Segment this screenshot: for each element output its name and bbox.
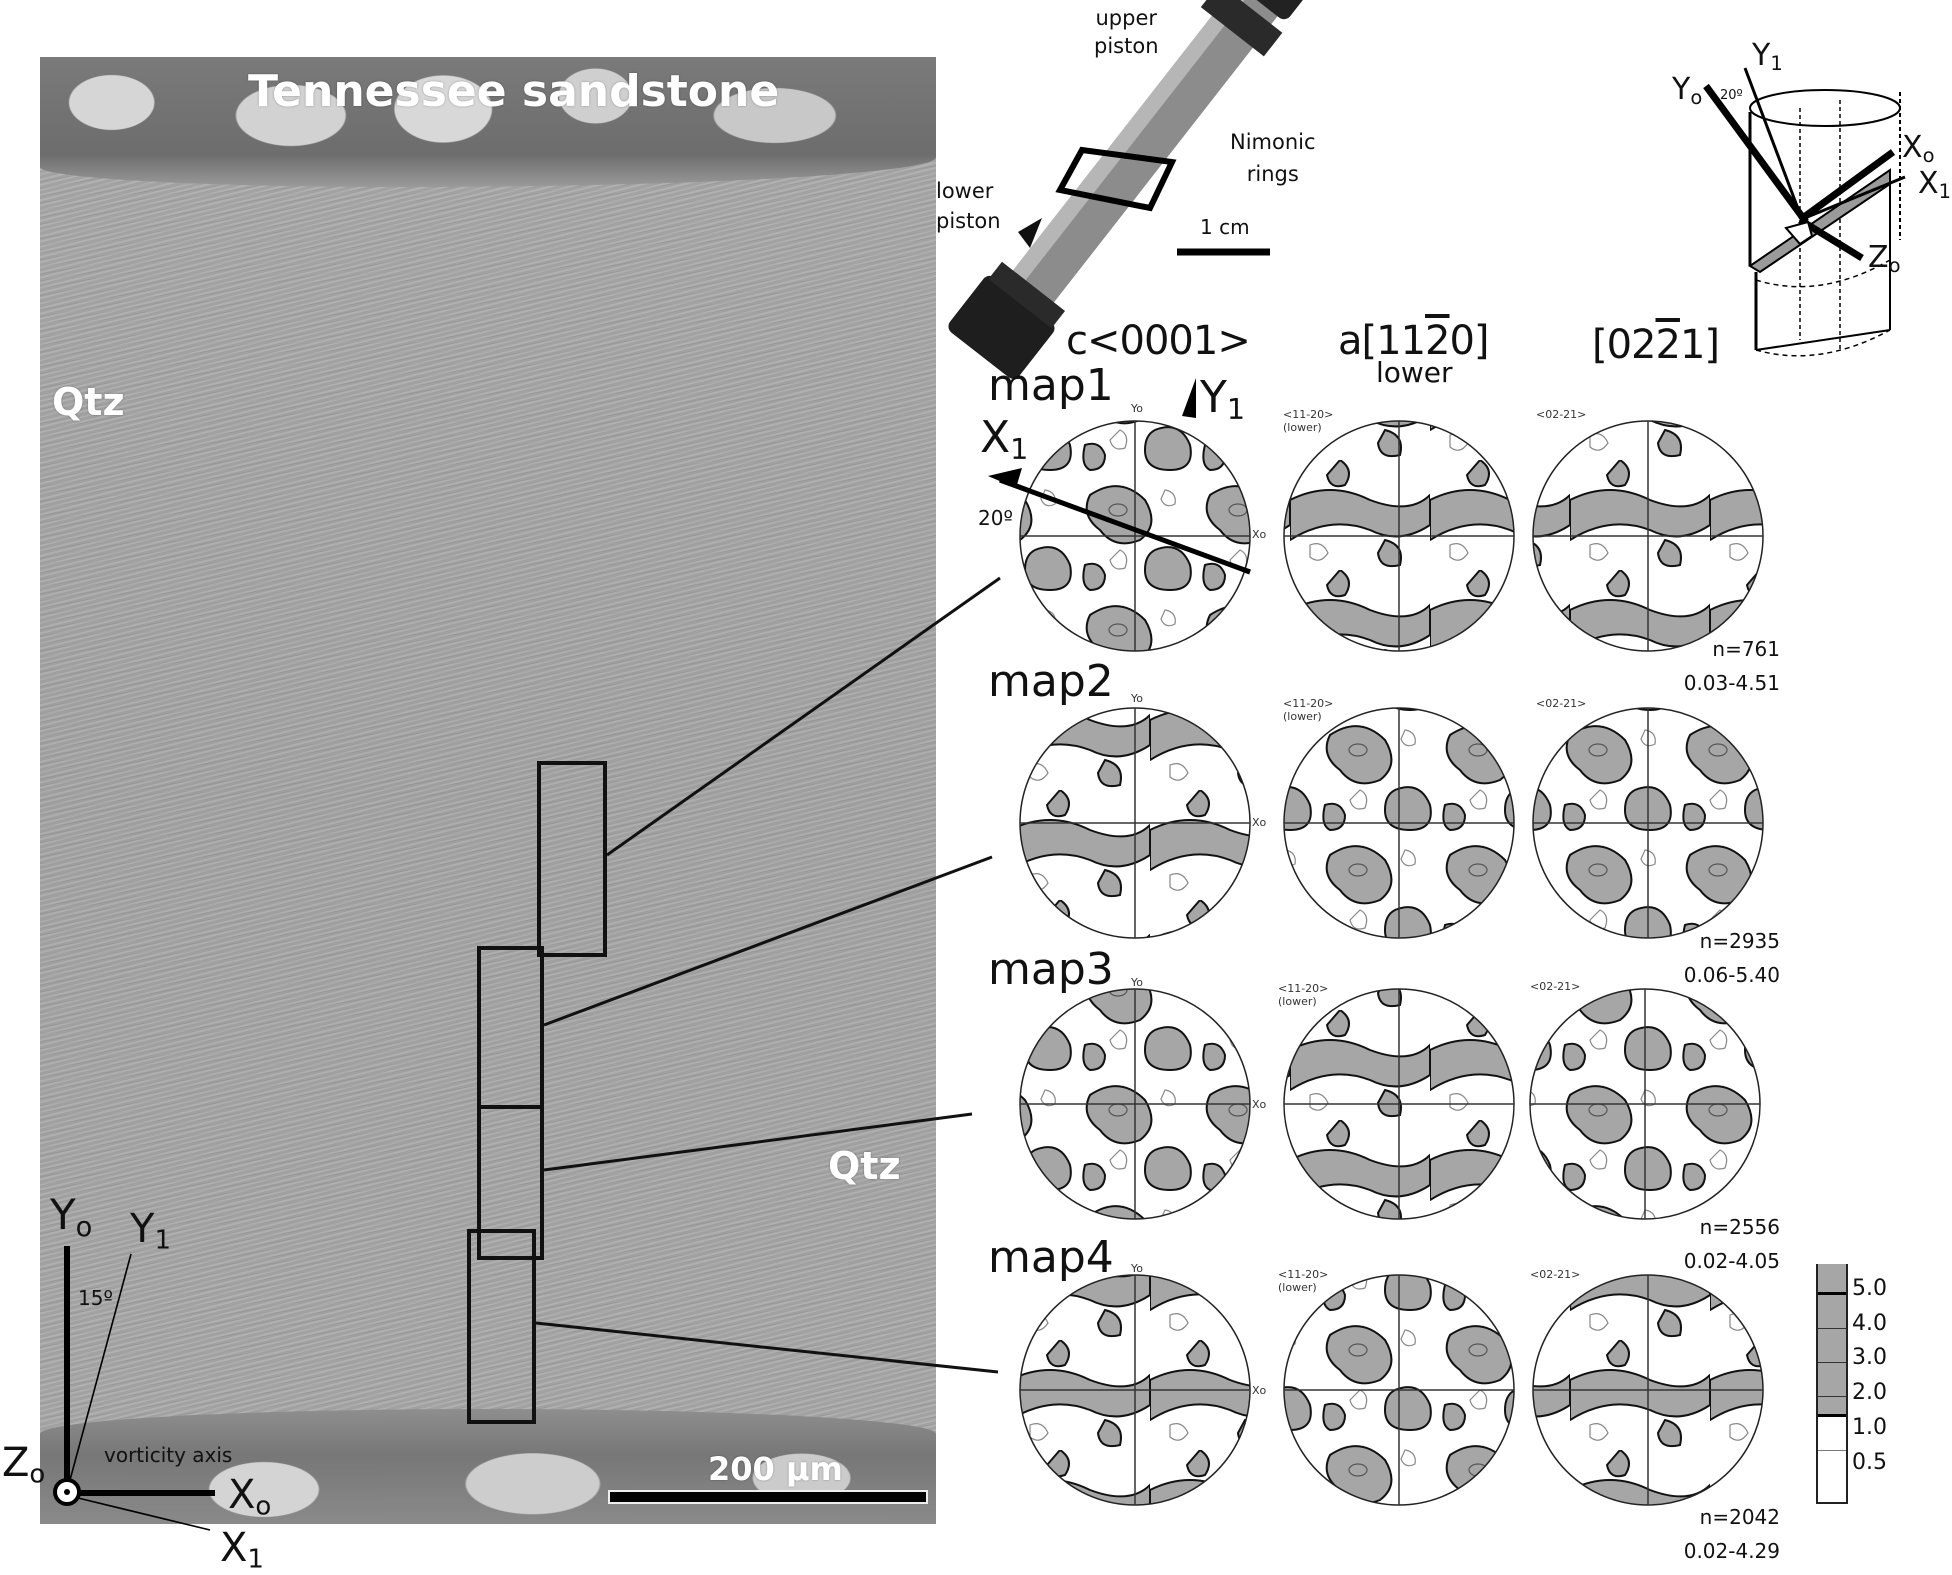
map1-angle-label: 20º bbox=[978, 506, 1013, 530]
shear-geometry-schematic bbox=[1703, 67, 1906, 357]
stereonet-east-label: Xo bbox=[1252, 816, 1267, 829]
sandstone-bottom-region bbox=[40, 1409, 936, 1524]
stereonet-north-label: Yo bbox=[1131, 976, 1143, 989]
row-label-map4: map4 bbox=[988, 1232, 1114, 1283]
legend-tick bbox=[1818, 1450, 1846, 1451]
map3-box bbox=[477, 1105, 544, 1260]
contour-legend bbox=[1816, 1264, 1848, 1504]
stereonet-north-label: Yo bbox=[1131, 1262, 1143, 1275]
sandstone-top-region bbox=[40, 57, 936, 187]
nimonic-rings-label: Nimonic rings bbox=[1230, 130, 1316, 186]
stereonet-r-label: <02-21> bbox=[1536, 697, 1587, 710]
axis-angle-label: 15º bbox=[78, 1286, 113, 1310]
legend-value: 1.0 bbox=[1852, 1415, 1887, 1440]
column-header-rhomb: [0221] bbox=[1592, 322, 1720, 368]
stereonet-map4-a bbox=[1283, 1274, 1515, 1506]
stereonet-map4-c bbox=[1019, 1274, 1251, 1506]
map1-x1-label: X1 bbox=[980, 412, 1029, 467]
stereonet-a-label: <11-20>(lower) bbox=[1283, 697, 1334, 723]
reference-axes-icon bbox=[53, 1246, 215, 1531]
stereonet-map1-r bbox=[1532, 420, 1764, 652]
axis-z0-label: Zo bbox=[2, 1440, 46, 1490]
schematic-z0-label: Zo bbox=[1868, 240, 1901, 277]
legend-value: 2.0 bbox=[1852, 1380, 1887, 1405]
stereonet-a-label: <11-20>(lower) bbox=[1278, 1268, 1329, 1294]
stereonet-map3-c bbox=[1019, 988, 1251, 1220]
map4-box bbox=[467, 1229, 536, 1424]
scale-bar-label: 200 μm bbox=[708, 1450, 843, 1488]
stereonet-map4-r bbox=[1532, 1274, 1764, 1506]
stereonet-east-label: Xo bbox=[1252, 1384, 1267, 1397]
stereonet-map3-a bbox=[1283, 988, 1515, 1220]
row-label-map3: map3 bbox=[988, 944, 1114, 995]
stereonet-r-label: <02-21> bbox=[1530, 980, 1581, 993]
schematic-x0-label: Xo bbox=[1902, 130, 1935, 167]
y1-arrowhead-icon bbox=[1182, 378, 1196, 418]
legend-shaded-band bbox=[1818, 1264, 1846, 1415]
micrograph-image bbox=[40, 57, 936, 1524]
qtz-label-upper: Qtz bbox=[52, 380, 125, 424]
map1-box bbox=[537, 761, 607, 957]
stereonet-a-label: <11-20>(lower) bbox=[1278, 982, 1329, 1008]
row-label-map1: map1 bbox=[988, 360, 1114, 411]
legend-tick bbox=[1818, 1362, 1846, 1363]
legend-tick bbox=[1818, 1414, 1846, 1417]
column-subheader-lower: lower bbox=[1376, 356, 1453, 389]
vorticity-axis-label: vorticity axis bbox=[104, 1443, 233, 1467]
axis-x0-label: Xo bbox=[228, 1472, 272, 1522]
legend-value: 0.5 bbox=[1852, 1450, 1887, 1475]
schematic-angle-label: 20º bbox=[1720, 88, 1743, 103]
axis-y0-label: Yo bbox=[50, 1190, 93, 1243]
legend-value: 4.0 bbox=[1852, 1311, 1887, 1336]
photo-scale-label: 1 cm bbox=[1200, 215, 1250, 239]
stereonet-map2-r bbox=[1532, 707, 1764, 939]
stereonet-map1-c bbox=[1019, 420, 1251, 652]
sample-highlight-box bbox=[1055, 146, 1177, 212]
legend-white-band bbox=[1818, 1415, 1846, 1502]
legend-value: 3.0 bbox=[1852, 1345, 1887, 1370]
schematic-y0-label: Yo bbox=[1672, 72, 1703, 109]
stereonet-east-label: Xo bbox=[1252, 1098, 1267, 1111]
column-header-c-axis: c<0001> bbox=[1066, 318, 1251, 364]
lower-piston-label: lower piston bbox=[936, 179, 1001, 233]
sample-assembly-photo bbox=[948, 0, 1326, 379]
stereonet-a-label: <11-20>(lower) bbox=[1283, 408, 1334, 434]
legend-tick bbox=[1818, 1396, 1846, 1397]
legend-value: 5.0 bbox=[1852, 1276, 1887, 1301]
upper-piston-label: upper piston bbox=[1094, 6, 1159, 58]
stereonet-map1-a bbox=[1283, 420, 1515, 652]
stereonet-r-label: <02-21> bbox=[1536, 408, 1587, 421]
schematic-x1-label: X1 bbox=[1918, 166, 1951, 203]
schematic-y1-label: Y1 bbox=[1752, 38, 1783, 75]
map1-y1-label: Y1 bbox=[1200, 372, 1246, 427]
row-label-map2: map2 bbox=[988, 656, 1114, 707]
stereonet-map2-a bbox=[1283, 707, 1515, 939]
stereonet-north-label: Yo bbox=[1131, 402, 1143, 415]
tennessee-sandstone-label: Tennessee sandstone bbox=[248, 66, 780, 117]
stereonet-map2-c bbox=[1019, 707, 1251, 939]
legend-tick bbox=[1818, 1328, 1846, 1329]
column-header-a-axis: a[1120] bbox=[1338, 318, 1490, 364]
axis-y1-label: Y1 bbox=[130, 1206, 171, 1256]
stereonet-east-label: Xo bbox=[1252, 528, 1267, 541]
lower-piston-arrow-icon bbox=[1018, 218, 1042, 248]
legend-tick bbox=[1818, 1292, 1846, 1295]
scale-bar bbox=[608, 1490, 928, 1504]
stereonet-r-label: <02-21> bbox=[1530, 1268, 1581, 1281]
qtz-label-lower: Qtz bbox=[828, 1144, 901, 1188]
stereonet-north-label: Yo bbox=[1131, 692, 1143, 705]
stereonet-map3-r bbox=[1529, 988, 1761, 1220]
